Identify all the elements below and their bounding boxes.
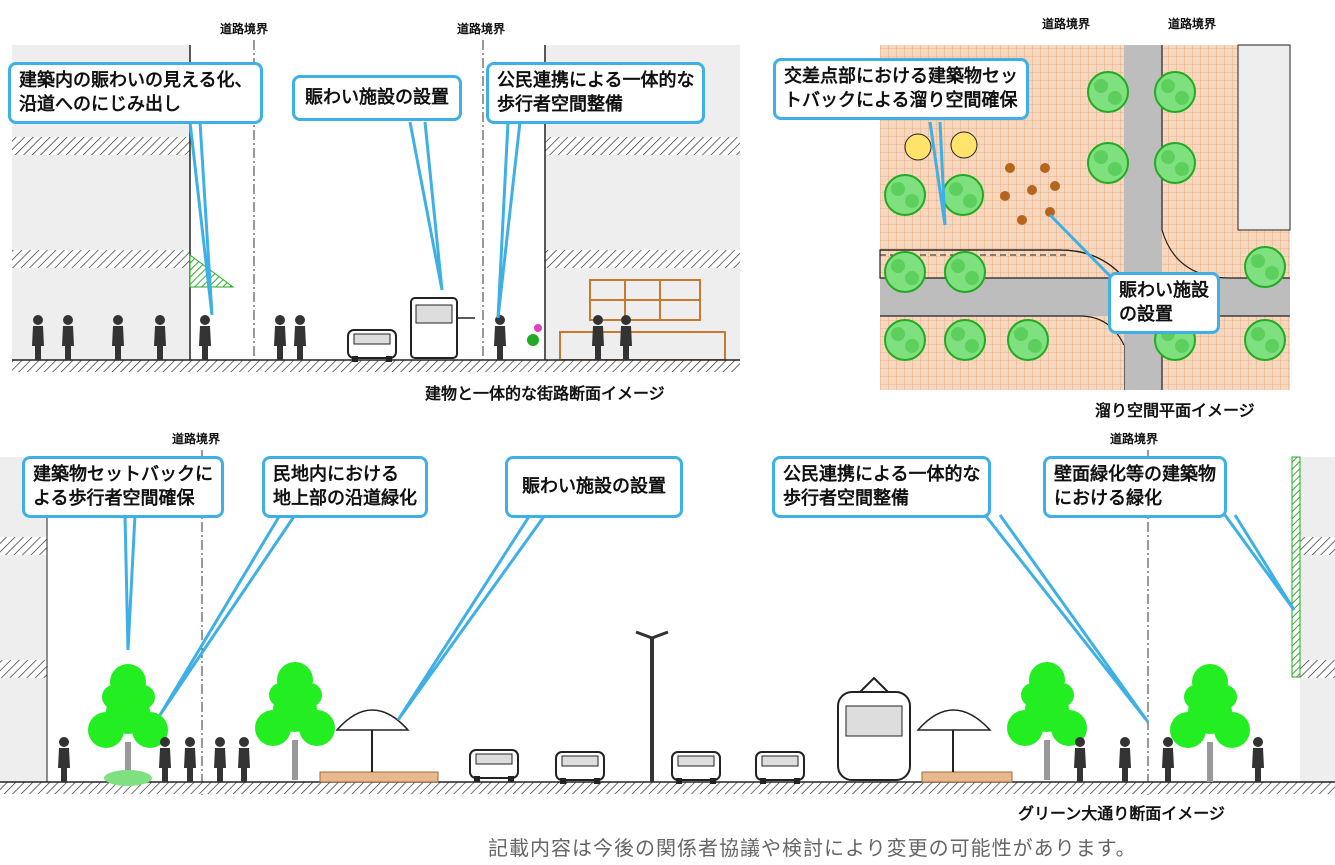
callout-line: 建築内の賑わいの見える化、 — [19, 70, 253, 91]
callout-line: 沿道へのにじみ出し — [19, 94, 181, 115]
boundary-label: 道路境界 — [172, 432, 221, 446]
caption-top-left: 建物と一体的な街路断面イメージ — [425, 384, 665, 403]
callout-pointers — [123, 121, 1296, 723]
callout-line: 公民連携による一体的な — [497, 70, 695, 91]
callout-line: 賑わい施設 — [1119, 280, 1209, 301]
boundary-label: 道路境界 — [1110, 432, 1159, 446]
callout-line: 交差点部における建築物セッ — [784, 66, 1018, 87]
callout-line: の設置 — [1119, 304, 1173, 325]
callout-visible-activity: 建築内の賑わいの見える化、 沿道へのにじみ出し — [8, 62, 264, 124]
callout-line: における緑化 — [1054, 488, 1162, 509]
callout-bottom-facility: 賑わい施設の設置 — [505, 456, 683, 518]
callout-line: 公民連携による一体的な — [783, 464, 981, 485]
callout-line: 建築物セットバックに — [33, 464, 213, 485]
callout-line: 賑わい施設の設置 — [522, 476, 666, 497]
footnote: 記載内容は今後の関係者協議や検討により変更の可能性があります。 — [488, 836, 1137, 860]
callout-line: 賑わい施設の設置 — [305, 87, 449, 108]
callout-public-private: 公民連携による一体的な 歩行者空間整備 — [486, 62, 706, 124]
callout-line: 歩行者空間整備 — [497, 94, 623, 115]
boundary-label: 道路境界 — [220, 22, 269, 36]
callout-line: トバックによる溜り空間確保 — [784, 90, 1018, 111]
callout-setback-walkway: 建築物セットバックに よる歩行者空間確保 — [22, 456, 224, 518]
boundary-label: 道路境界 — [1042, 17, 1091, 31]
caption-top-right: 溜り空間平面イメージ — [1095, 401, 1255, 420]
boundary-label: 道路境界 — [1168, 17, 1217, 31]
callout-setback-plaza: 交差点部における建築物セッ トバックによる溜り空間確保 — [773, 58, 1029, 120]
callout-lively-facility: 賑わい施設の設置 — [292, 75, 462, 121]
callout-line: 民地内における — [273, 464, 399, 485]
callout-bottom-public-private: 公民連携による一体的な 歩行者空間整備 — [772, 456, 992, 518]
callout-line: よる歩行者空間確保 — [33, 488, 195, 509]
caption-bottom: グリーン大通り断面イメージ — [1018, 804, 1225, 823]
callout-line: 歩行者空間整備 — [783, 488, 909, 509]
callout-line: 壁面緑化等の建築物 — [1054, 464, 1216, 485]
callout-line: 地上部の沿道緑化 — [273, 488, 417, 509]
callout-wall-greening: 壁面緑化等の建築物 における緑化 — [1043, 456, 1227, 518]
boundary-label: 道路境界 — [457, 22, 506, 36]
callout-plan-facility: 賑わい施設 の設置 — [1108, 272, 1220, 334]
callout-roadside-greening: 民地内における 地上部の沿道緑化 — [262, 456, 428, 518]
